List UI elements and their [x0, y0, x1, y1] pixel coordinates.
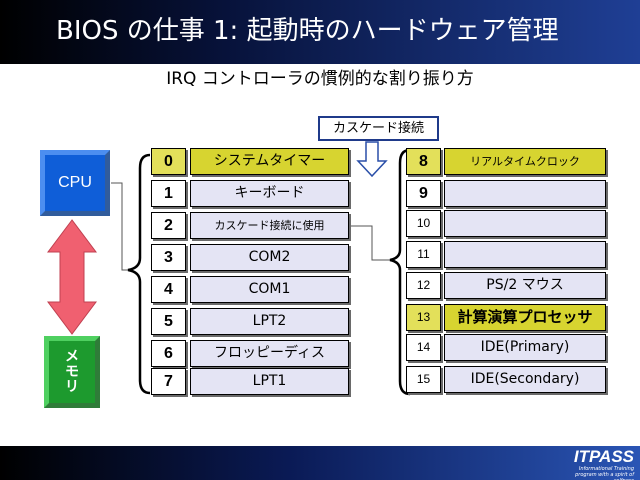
memory-box: メ モ リ: [44, 336, 100, 408]
irq-7-device: LPT1: [190, 368, 349, 395]
irq-10-device: [444, 210, 606, 237]
irq-6-device: フロッピーディス: [190, 340, 349, 367]
memory-char: メ: [65, 349, 79, 365]
irq-12-number: 12: [406, 272, 441, 299]
irq-8-device: リアルタイムクロック: [444, 148, 606, 175]
master-brace: [127, 153, 151, 395]
cpu-memory-arrow: [47, 219, 97, 335]
irq-15-device: IDE(Secondary): [444, 366, 606, 393]
irq-15-number: 15: [406, 366, 441, 393]
irq-6-number: 6: [151, 340, 186, 367]
logo-sub-text: Informational Training program with a sp…: [575, 466, 634, 480]
irq-1-device: キーボード: [190, 180, 349, 207]
irq-9-device: [444, 180, 606, 207]
irq-13-number: 13: [406, 304, 441, 331]
irq-14-device: IDE(Primary): [444, 334, 606, 361]
memory-char: リ: [65, 379, 79, 395]
irq-2-number: 2: [151, 212, 186, 239]
irq-14-number: 14: [406, 334, 441, 361]
irq-3-number: 3: [151, 244, 186, 271]
irq-11-number: 11: [406, 241, 441, 268]
cpu-box: CPU: [40, 150, 110, 216]
memory-char: モ: [65, 364, 79, 380]
irq-3-device: COM2: [190, 244, 349, 271]
irq-4-device: COM1: [190, 276, 349, 303]
irq-0-number: 0: [151, 148, 186, 175]
irq2-to-slave-line: [351, 225, 390, 261]
itpass-logo: ITPASS Informational Training program wi…: [556, 446, 634, 480]
irq-9-number: 9: [406, 180, 441, 207]
irq-1-number: 1: [151, 180, 186, 207]
slide-subtitle: IRQ コントローラの慣例的な割り振り方: [166, 69, 474, 89]
irq-0-device: システムタイマー: [190, 148, 349, 175]
cascade-label-box: カスケード接続: [318, 116, 439, 141]
cascade-down-arrow: [356, 141, 388, 178]
irq-12-device: PS/2 マウス: [444, 272, 606, 299]
title-bar: BIOS の仕事 1: 起動時のハードウェア管理: [0, 0, 640, 64]
irq-13-device: 計算演算プロセッサ: [444, 304, 606, 331]
irq-8-number: 8: [406, 148, 441, 175]
irq-5-device: LPT2: [190, 308, 349, 335]
irq-5-number: 5: [151, 308, 186, 335]
irq-2-device: カスケード接続に使用: [190, 212, 349, 239]
cpu-to-master-line: [111, 182, 128, 271]
slide-title: BIOS の仕事 1: 起動時のハードウェア管理: [56, 16, 559, 46]
logo-main-text: ITPASS: [573, 447, 634, 466]
irq-11-device: [444, 241, 606, 268]
irq-7-number: 7: [151, 368, 186, 395]
footer-bar: ITPASS Informational Training program wi…: [0, 446, 640, 480]
irq-4-number: 4: [151, 276, 186, 303]
irq-10-number: 10: [406, 210, 441, 237]
